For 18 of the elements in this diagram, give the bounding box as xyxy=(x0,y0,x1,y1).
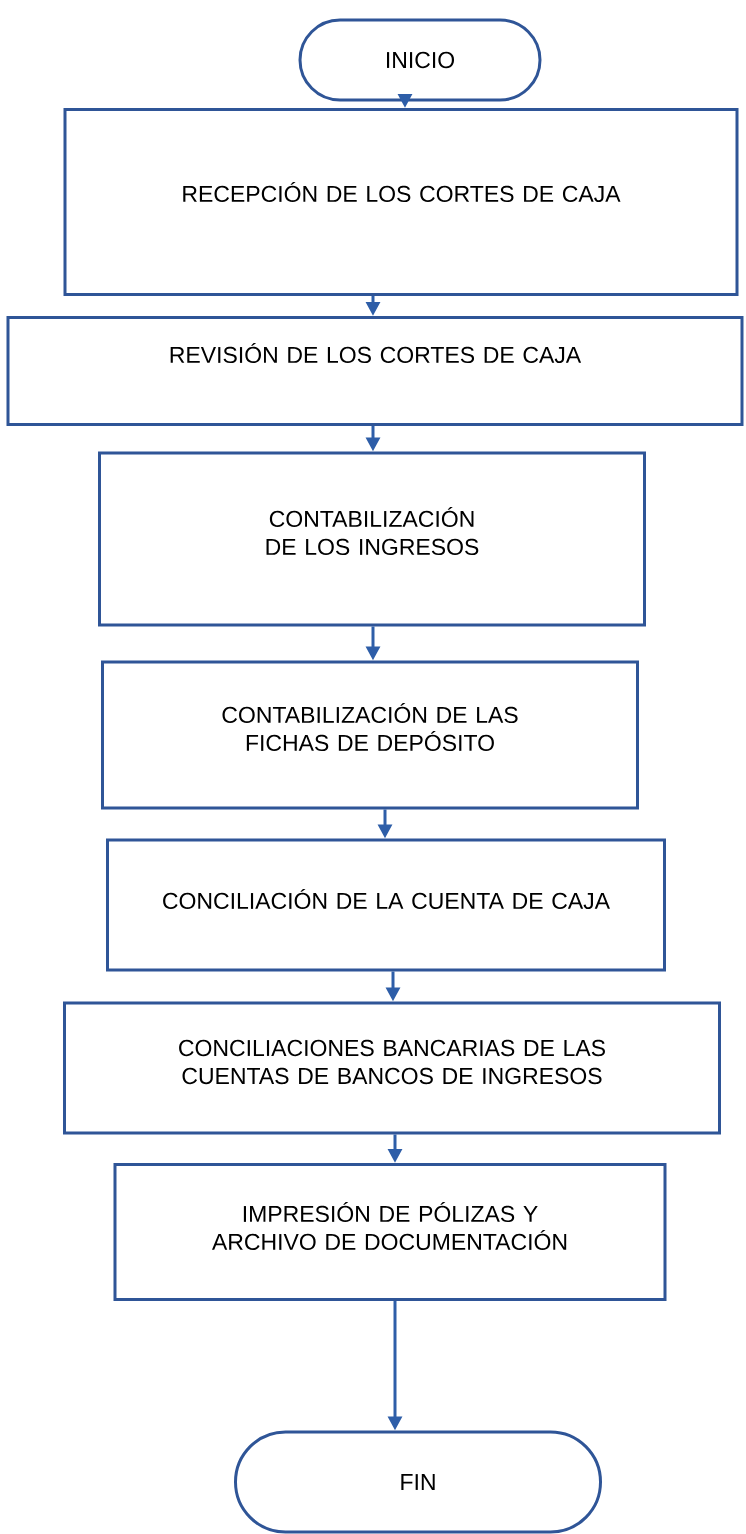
process-box xyxy=(113,1163,667,1301)
process-box xyxy=(106,838,666,972)
step-label: CONCILIACIÓN DE LA CUENTA DE CAJA xyxy=(163,888,610,910)
step-label: FIN xyxy=(401,1474,435,1490)
process-box xyxy=(6,316,744,426)
step-label: CONTABILIZACIÓN DE LAS FICHAS DE DEPÓSITO xyxy=(222,702,518,752)
process-box xyxy=(63,1001,721,1135)
process-box xyxy=(63,108,739,296)
terminator-shape xyxy=(234,1430,602,1534)
step-label: CONCILIACIONES BANCARIAS DE LAS CUENTAS DE BANCOS DE INGRESOS xyxy=(179,1039,605,1085)
step-label: INICIO xyxy=(387,51,455,69)
step-label: CONTABILIZACIÓN DE LOS INGRESOS xyxy=(266,506,479,556)
step-label: RECEPCIÓN DE LOS CORTES DE CAJA xyxy=(183,181,621,203)
process-box xyxy=(101,660,639,810)
terminator-shape xyxy=(298,18,542,102)
step-label: IMPRESIÓN DE PÓLIZAS Y ARCHIVO DE DOCUMENTACIÓN xyxy=(212,1201,567,1251)
process-box xyxy=(98,451,646,627)
step-label: REVISIÓN DE LOS CORTES DE CAJA xyxy=(170,342,582,364)
